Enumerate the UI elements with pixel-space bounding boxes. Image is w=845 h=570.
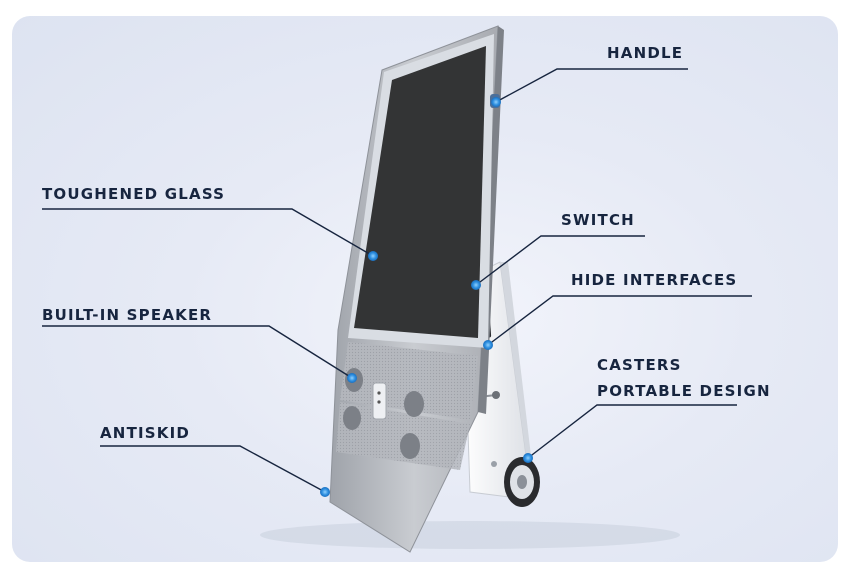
leader-built-in-speaker [42, 325, 353, 379]
label-handle: HANDLE [607, 44, 684, 62]
caster-wheel [504, 457, 540, 507]
label-hide-interfaces: HIDE INTERFACES [571, 271, 738, 289]
marker-built-in-speaker [347, 373, 357, 383]
marker-handle [491, 97, 501, 107]
leader-switch [475, 235, 645, 286]
leader-hide-interfaces [487, 295, 752, 346]
label-built-in-speaker: BUILT-IN SPEAKER [42, 306, 213, 324]
leader-casters [527, 404, 737, 459]
label-antiskid: ANTISKID [100, 424, 191, 442]
touch-screen [354, 46, 486, 338]
label-toughened-glass: TOUGHENED GLASS [42, 185, 226, 203]
callout-markers [320, 97, 533, 497]
marker-switch [471, 280, 481, 290]
leader-antiskid [100, 445, 326, 493]
label-portable-design: PORTABLE DESIGN [597, 382, 771, 400]
marker-hide-interfaces [483, 340, 493, 350]
leader-handle [495, 68, 688, 103]
display-panel [329, 25, 504, 553]
leader-toughened-glass [42, 208, 374, 257]
marker-toughened-glass [368, 251, 378, 261]
marker-casters [523, 453, 533, 463]
floor-shadow [260, 521, 680, 549]
leader-lines [42, 68, 752, 493]
label-switch: SWITCH [561, 211, 635, 229]
label-casters: CASTERS [597, 356, 682, 374]
marker-antiskid [320, 487, 330, 497]
